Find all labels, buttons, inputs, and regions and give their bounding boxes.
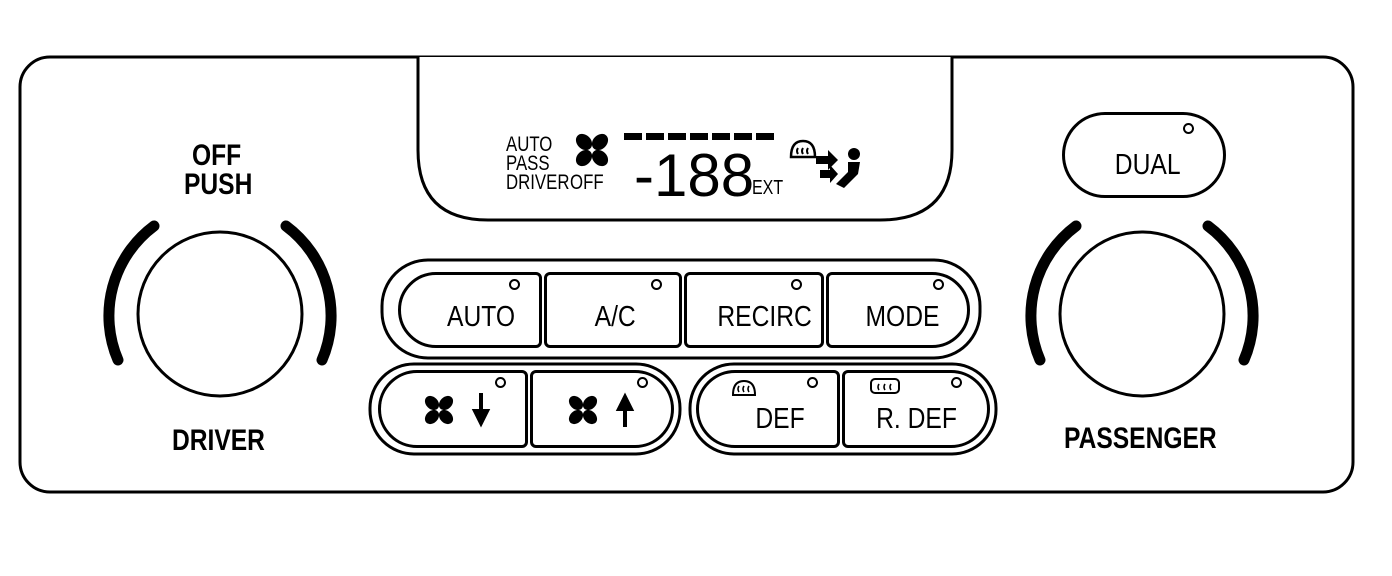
- ac-button[interactable]: A/C: [544, 272, 682, 348]
- fan-up-icon: [568, 392, 635, 427]
- def-button-label: DEF: [755, 403, 805, 435]
- ac-indicator-led: [651, 279, 662, 290]
- fan-up-indicator-led: [637, 377, 648, 388]
- display-auto: AUTO: [506, 133, 553, 156]
- passenger-arc-left: [1025, 220, 1082, 366]
- rear-def-button-label: R. DEF: [876, 403, 957, 435]
- def-button[interactable]: DEF: [696, 370, 840, 448]
- driver-arc-right: [280, 220, 337, 366]
- fan-down-button[interactable]: [378, 370, 528, 448]
- dual-label: DUAL: [1114, 149, 1181, 181]
- push-label: PUSH: [184, 168, 253, 201]
- rear-def-indicator-led: [951, 377, 962, 388]
- fan-down-indicator-led: [495, 377, 506, 388]
- fan-bar-segment: [734, 133, 752, 140]
- display-ext: EXT: [752, 177, 784, 199]
- fan-speed-bar: [624, 133, 774, 143]
- fan-bar-segment: [690, 133, 708, 140]
- fan-up-button[interactable]: [530, 370, 674, 448]
- fan-bar-segment: [646, 133, 664, 140]
- def-indicator-led: [807, 377, 818, 388]
- windshield-defrost-icon: [731, 379, 757, 396]
- recirc-indicator-led: [791, 279, 802, 290]
- driver-arc-left: [103, 220, 160, 366]
- fan-bar-segment: [668, 133, 686, 140]
- display-off: OFF: [570, 171, 604, 194]
- dual-indicator-led: [1183, 123, 1194, 134]
- recirc-button[interactable]: RECIRC: [684, 272, 824, 348]
- auto-button-label: AUTO: [447, 301, 516, 333]
- rear-defrost-icon: [870, 378, 900, 394]
- fan-bar-segment: [756, 133, 774, 140]
- passenger-arc-right: [1202, 220, 1259, 366]
- fan-bar-segment: [712, 133, 730, 140]
- mode-indicator-led: [933, 279, 944, 290]
- mode-button[interactable]: MODE: [826, 272, 970, 348]
- driver-temp-knob[interactable]: [92, 216, 352, 436]
- auto-indicator-led: [509, 279, 520, 290]
- mode-button-label: MODE: [865, 301, 940, 333]
- display-pass: PASS: [506, 152, 550, 175]
- dual-button[interactable]: DUAL: [1062, 112, 1226, 198]
- rear-def-button[interactable]: R. DEF: [842, 370, 990, 448]
- display-fan-icon: [575, 133, 609, 167]
- display-temperature: -188: [634, 142, 755, 209]
- passenger-temp-knob[interactable]: [1012, 216, 1282, 436]
- fan-bar-segment: [624, 133, 642, 140]
- display-defrost-icon: [789, 139, 817, 159]
- off-label: OFF: [192, 139, 242, 172]
- recirc-button-label: RECIRC: [717, 301, 812, 333]
- driver-label: DRIVER: [172, 424, 265, 457]
- display-driver: DRIVER: [506, 171, 570, 194]
- ac-button-label: A/C: [594, 301, 636, 333]
- passenger-label: PASSENGER: [1064, 422, 1217, 455]
- auto-button[interactable]: AUTO: [398, 272, 542, 348]
- display-airflow-icon: [816, 148, 860, 188]
- fan-down-icon: [424, 393, 491, 428]
